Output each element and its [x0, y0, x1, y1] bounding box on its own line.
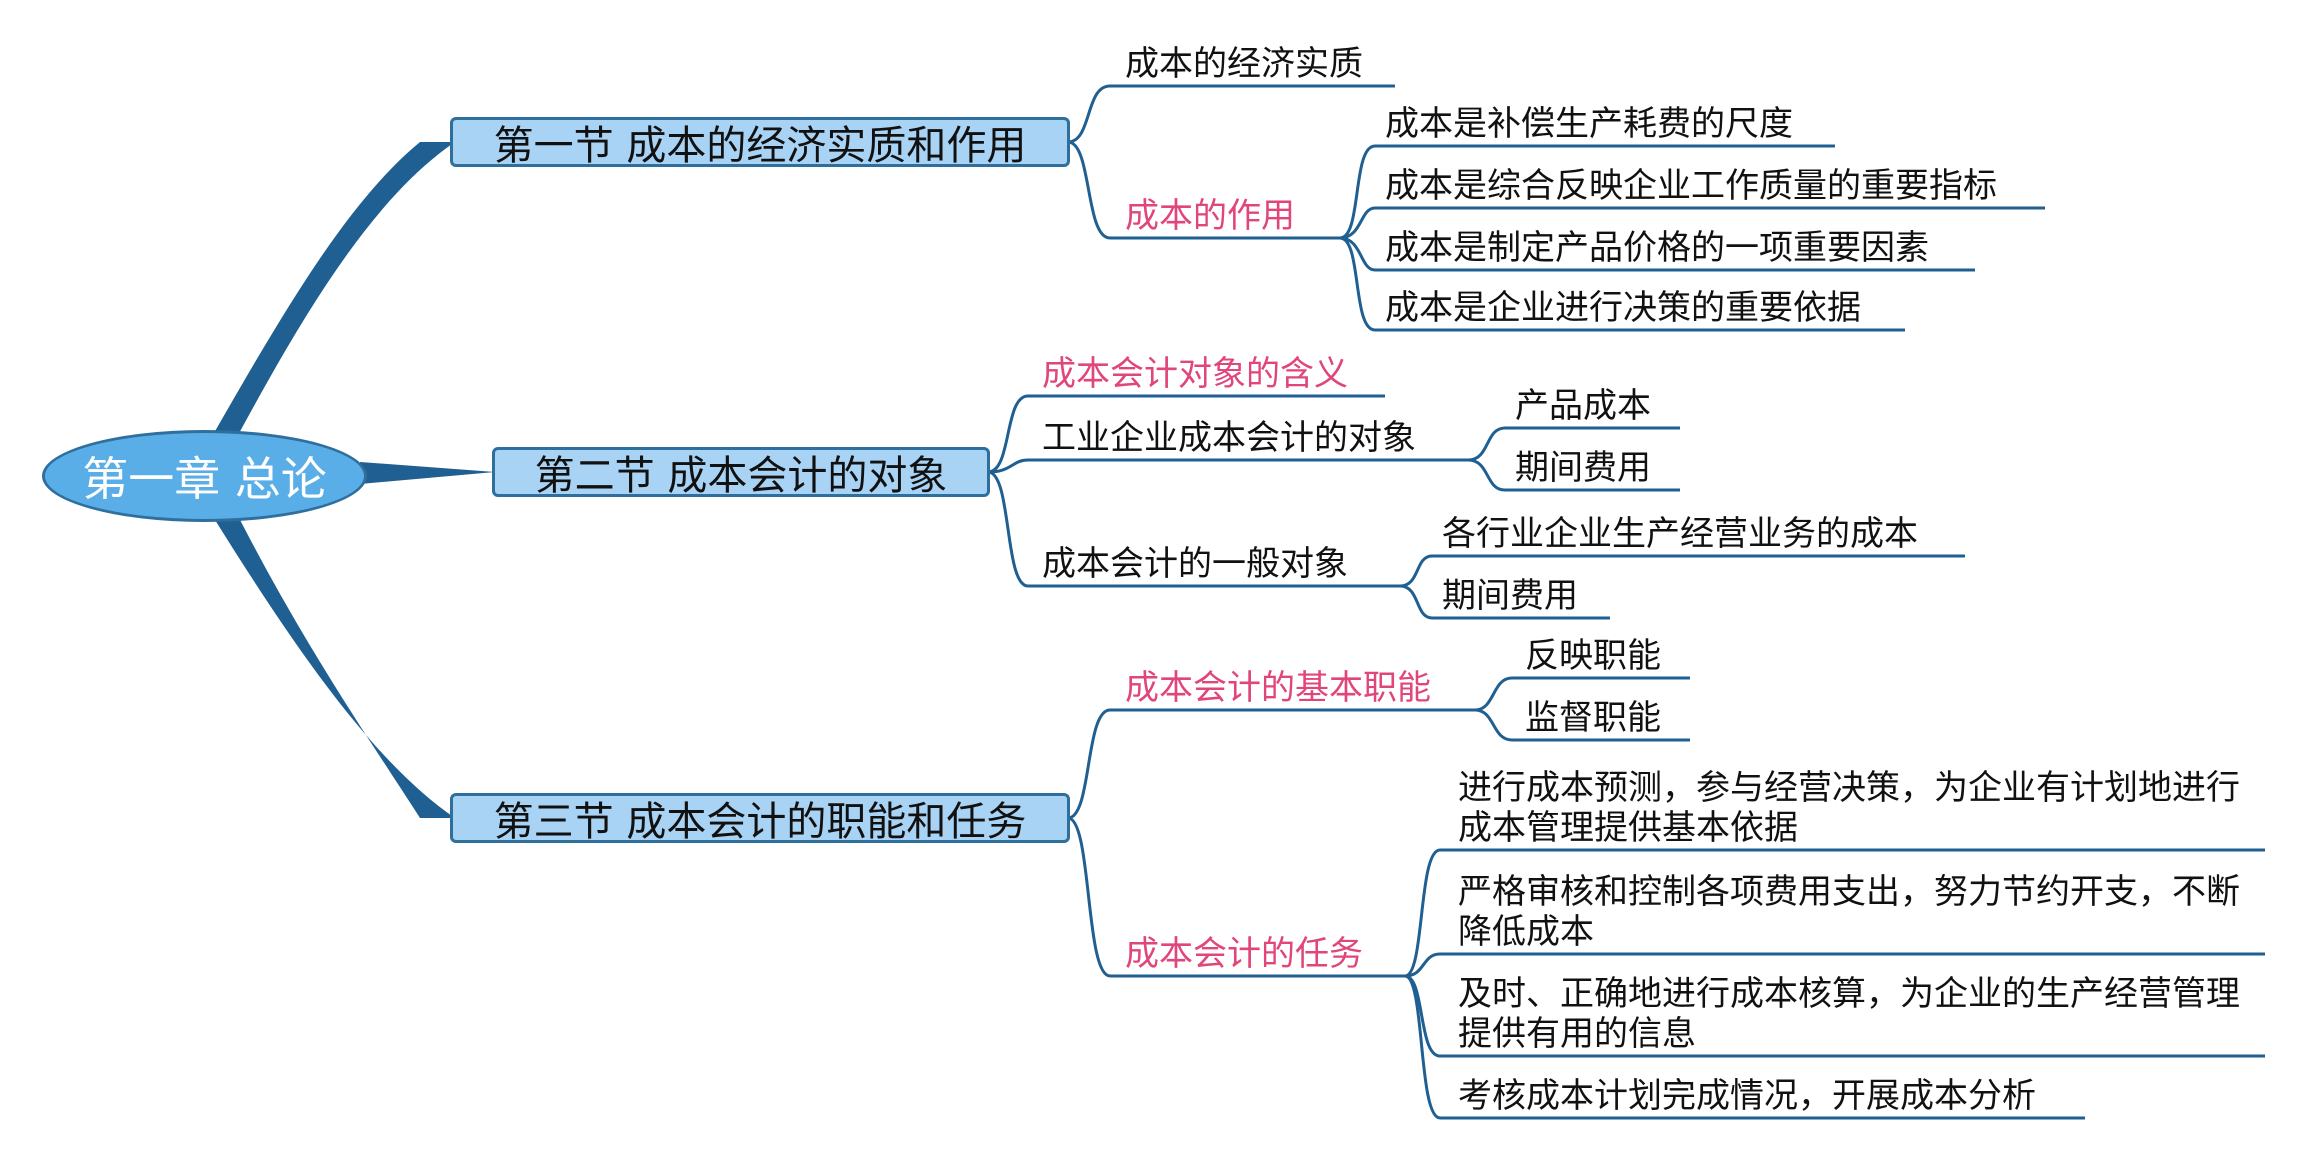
- item-2-3-2: 期间费用: [1442, 576, 1578, 616]
- topic-2-3: 成本会计的一般对象: [1042, 544, 1348, 584]
- item-3-2-3: 及时、正确地进行成本核算，为企业的生产经营管理提供有用的信息: [1458, 974, 2240, 1054]
- item-2-2-2: 期间费用: [1515, 448, 1651, 488]
- section-3-box: 第三节 成本会计的职能和任务: [450, 793, 1070, 845]
- root-label: 第一章 总论: [82, 452, 327, 506]
- root-node: 第一章 总论: [42, 430, 367, 522]
- root-branch-1: [210, 142, 455, 450]
- section-1-box: 第一节 成本的经济实质和作用: [450, 117, 1070, 169]
- topic-2-1: 成本会计对象的含义: [1042, 354, 1348, 394]
- item-1-2-2: 成本是综合反映企业工作质量的重要指标: [1385, 166, 1997, 206]
- item-3-1-2: 监督职能: [1525, 698, 1661, 738]
- item-1-2-4: 成本是企业进行决策的重要依据: [1385, 288, 1861, 328]
- topic-3-2: 成本会计的任务: [1125, 934, 1363, 974]
- item-3-2-4: 考核成本计划完成情况，开展成本分析: [1458, 1076, 2036, 1116]
- section-2-box: 第二节 成本会计的对象: [492, 447, 990, 499]
- item-1-2-3: 成本是制定产品价格的一项重要因素: [1385, 228, 1929, 268]
- topic-1-1: 成本的经济实质: [1125, 44, 1363, 84]
- item-3-1-1: 反映职能: [1525, 636, 1661, 676]
- section-1-label: 第一节 成本的经济实质和作用: [493, 123, 1027, 169]
- item-2-2-1: 产品成本: [1515, 386, 1651, 426]
- topic-2-2: 工业企业成本会计的对象: [1042, 418, 1416, 458]
- section-3-label: 第三节 成本会计的职能和任务: [493, 799, 1027, 845]
- root-branch-3: [210, 500, 455, 818]
- topic-1-2: 成本的作用: [1125, 196, 1295, 236]
- topic-3-1: 成本会计的基本职能: [1125, 668, 1431, 708]
- item-3-2-1: 进行成本预测，参与经营决策，为企业有计划地进行成本管理提供基本依据: [1458, 768, 2240, 848]
- root-branch-2: [360, 462, 495, 484]
- item-1-2-1: 成本是补偿生产耗费的尺度: [1385, 104, 1793, 144]
- item-2-3-1: 各行业企业生产经营业务的成本: [1442, 514, 1918, 554]
- section-2-label: 第二节 成本会计的对象: [534, 453, 948, 499]
- item-3-2-2: 严格审核和控制各项费用支出，努力节约开支，不断降低成本: [1458, 872, 2240, 952]
